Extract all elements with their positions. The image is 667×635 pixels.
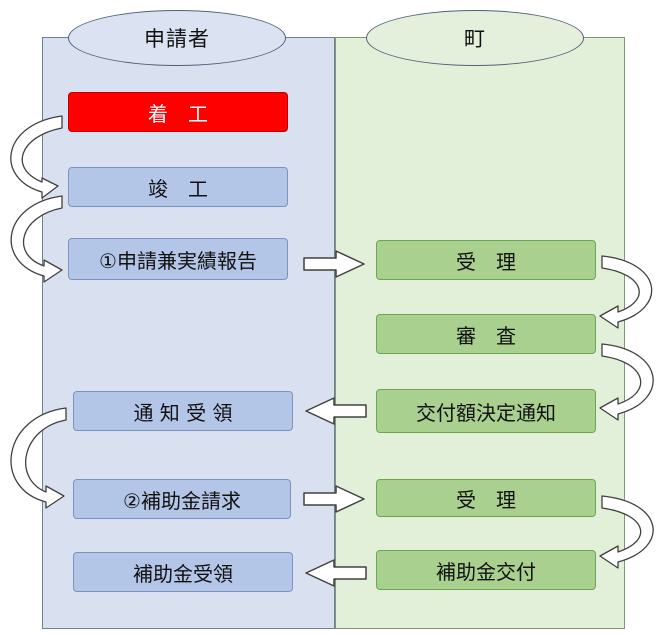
right-arrow-icon — [303, 485, 365, 513]
step-notice-received: 通 知 受 領 — [73, 391, 293, 431]
curved-arrow-icon — [10, 195, 63, 283]
curved-arrow-icon — [599, 343, 654, 421]
step-subsidy-received: 補助金受領 — [73, 552, 293, 592]
step-apply: ①申請兼実績報告 — [68, 238, 288, 280]
step-payment: 補助金交付 — [376, 550, 596, 590]
step-receive-1: 受 理 — [376, 240, 596, 280]
applicant-lane — [42, 37, 335, 629]
step-review: 審 査 — [376, 314, 596, 354]
step-claim: ②補助金請求 — [73, 479, 291, 519]
curved-arrow-icon — [10, 115, 63, 199]
applicant-lane-header: 申請者 — [68, 10, 286, 66]
left-arrow-icon — [305, 397, 367, 425]
town-lane-title: 町 — [464, 27, 486, 51]
curved-arrow-icon — [599, 495, 654, 569]
step-complete: 竣 工 — [68, 167, 288, 207]
right-arrow-icon — [303, 250, 365, 278]
curved-arrow-icon — [599, 255, 653, 329]
step-decision-notice: 交付額決定通知 — [376, 389, 596, 433]
step-receive-2: 受 理 — [376, 479, 596, 517]
town-lane-header: 町 — [366, 10, 584, 66]
curved-arrow-icon — [10, 407, 67, 509]
applicant-lane-title: 申請者 — [144, 27, 210, 51]
step-start: 着 工 — [68, 92, 288, 132]
left-arrow-icon — [305, 559, 367, 587]
